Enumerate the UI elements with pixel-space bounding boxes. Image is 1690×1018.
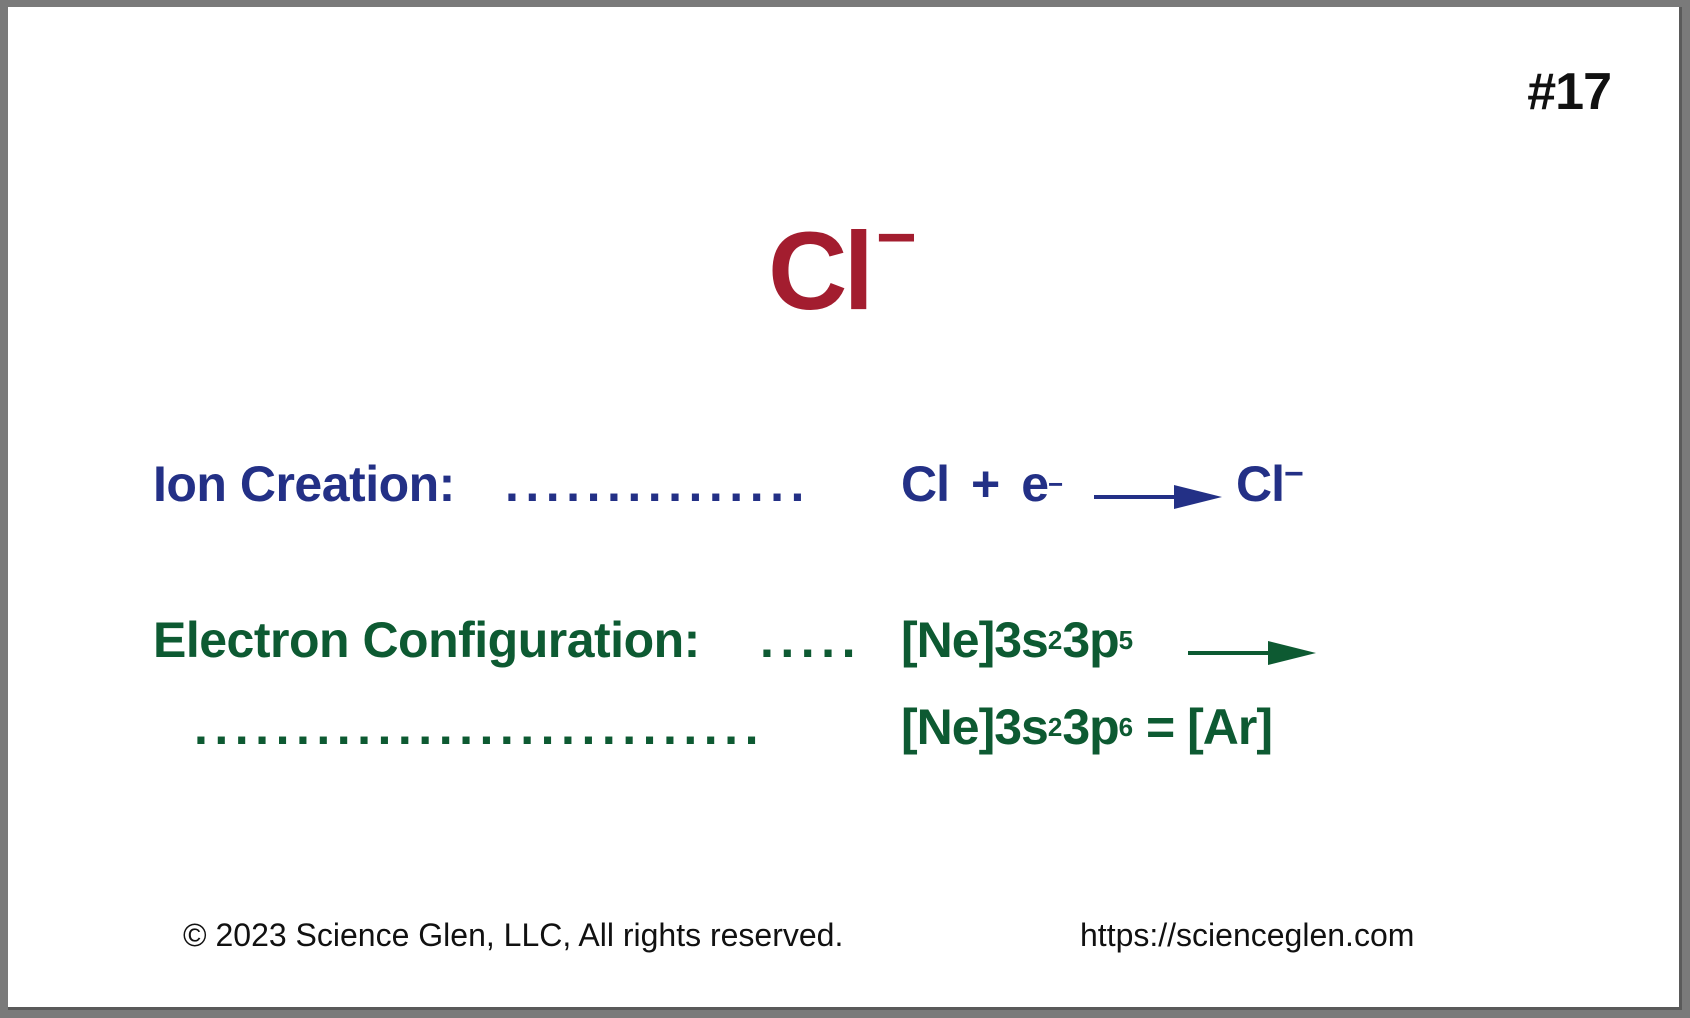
config-after-core: [Ne]3s [901,699,1049,755]
electron-symbol: e [1021,456,1049,512]
config-after-p: 3p [1062,699,1119,755]
ion-title: Cl− [768,202,917,327]
card-number: #17 [1527,63,1612,121]
product-symbol: Cl [1236,456,1285,512]
config-before-p-exponent: 5 [1118,625,1134,655]
configuration-arrow-icon [1188,641,1316,665]
config-before-s-exponent: 2 [1047,625,1063,655]
ion-charge: − [876,198,917,276]
website-link[interactable]: https://scienceglen.com [1080,917,1415,953]
plus-sign: + [971,456,1000,512]
ion-creation-product: Cl− [1236,456,1304,512]
reaction-arrow-icon [1094,485,1222,509]
ion-creation-label: Ion Creation: [153,456,455,512]
flash-card: #17 Cl− Ion Creation: ............... Cl… [8,7,1682,1010]
config-before-p: 3p [1062,612,1119,668]
ion-creation-equation: Cl + e− [901,459,1075,509]
result-leader-dots: ............................ [194,699,765,755]
config-before: [Ne]3s23p5 [901,615,1133,665]
reactant: Cl [901,456,950,512]
electron-charge: − [1048,469,1064,499]
ion-creation-leader-dots: ............... [505,456,811,512]
config-after-p-exponent: 6 [1118,712,1134,742]
noble-gas-equivalent: = [Ar] [1146,699,1273,755]
config-before-core: [Ne]3s [901,612,1049,668]
config-after-s-exponent: 2 [1047,712,1063,742]
config-after: [Ne]3s23p6 = [Ar] [901,699,1273,755]
electron-configuration-leader-dots: ..... [760,612,862,668]
copyright-notice: © 2023 Science Glen, LLC, All rights res… [183,917,844,953]
electron: e− [1021,459,1063,509]
electron-configuration-label: Electron Configuration: [153,612,700,668]
ion-symbol: Cl [768,210,874,333]
product-charge: − [1284,455,1304,493]
